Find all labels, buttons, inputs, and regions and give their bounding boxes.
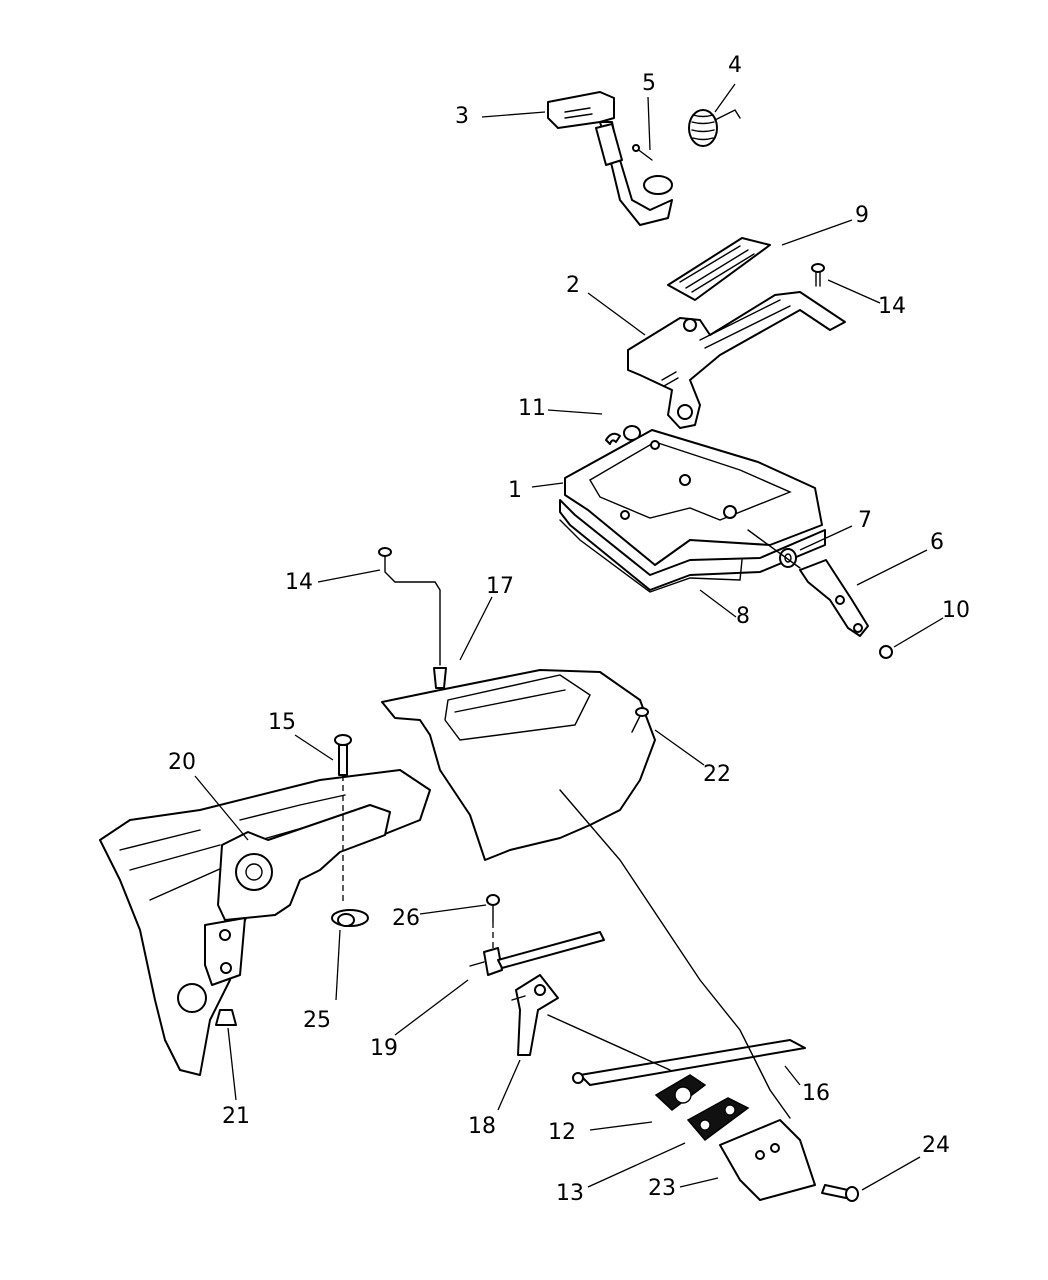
callout-11: 11 bbox=[518, 396, 546, 421]
cable-bracket bbox=[719, 1119, 816, 1201]
callout-20: 20 bbox=[168, 750, 196, 775]
callout-24: 24 bbox=[922, 1133, 950, 1158]
console-shield bbox=[381, 669, 656, 861]
screw-22 bbox=[631, 707, 649, 733]
callout-4: 4 bbox=[728, 53, 742, 78]
callout-25: 25 bbox=[303, 1008, 331, 1033]
nut-21 bbox=[215, 1009, 237, 1026]
bushing-plate-13 bbox=[686, 1097, 750, 1142]
bolt-26 bbox=[486, 894, 500, 955]
callout-13: 13 bbox=[556, 1181, 584, 1206]
shifter-bracket bbox=[627, 291, 846, 429]
callout-6: 6 bbox=[930, 530, 944, 555]
callout-14-lower: 14 bbox=[285, 570, 313, 595]
cable-adjuster bbox=[469, 931, 605, 976]
callout-1: 1 bbox=[508, 478, 522, 503]
transmission-lever bbox=[511, 974, 559, 1056]
bolt-15 bbox=[334, 734, 352, 905]
callout-19: 19 bbox=[370, 1036, 398, 1061]
pin bbox=[632, 144, 653, 161]
callout-21: 21 bbox=[222, 1104, 250, 1129]
callout-26: 26 bbox=[392, 906, 420, 931]
transmission-mount-bracket bbox=[204, 804, 391, 986]
bushing-plate bbox=[654, 1074, 707, 1111]
leader-lines bbox=[194, 83, 944, 1191]
screw-upper bbox=[811, 263, 825, 287]
shift-cable bbox=[559, 789, 791, 1119]
callout-9: 9 bbox=[855, 203, 869, 228]
shift-arm bbox=[747, 529, 869, 637]
callout-18: 18 bbox=[468, 1114, 496, 1139]
bolt-lower bbox=[378, 547, 441, 666]
callout-2: 2 bbox=[566, 273, 580, 298]
nut-washer bbox=[331, 909, 369, 927]
callout-8: 8 bbox=[736, 604, 750, 629]
callout-22: 22 bbox=[703, 762, 731, 787]
gasket bbox=[559, 519, 743, 593]
callout-16: 16 bbox=[802, 1081, 830, 1106]
gate-plate bbox=[667, 237, 771, 301]
callout-10: 10 bbox=[942, 598, 970, 623]
shifter-base-housing bbox=[559, 425, 826, 591]
shift-lever-handle bbox=[547, 91, 673, 226]
callout-3: 3 bbox=[455, 104, 469, 129]
callout-7: 7 bbox=[858, 508, 872, 533]
bolt-24 bbox=[821, 1184, 859, 1202]
callout-5: 5 bbox=[642, 71, 656, 96]
clip bbox=[605, 432, 621, 445]
callout-23: 23 bbox=[648, 1176, 676, 1201]
washer bbox=[779, 548, 797, 568]
callout-17: 17 bbox=[486, 574, 514, 599]
spring bbox=[688, 109, 741, 147]
callout-15: 15 bbox=[268, 710, 296, 735]
shift-rod bbox=[547, 1014, 806, 1086]
callout-14-upper: 14 bbox=[878, 294, 906, 319]
callout-12: 12 bbox=[548, 1120, 576, 1145]
nut bbox=[879, 645, 893, 659]
